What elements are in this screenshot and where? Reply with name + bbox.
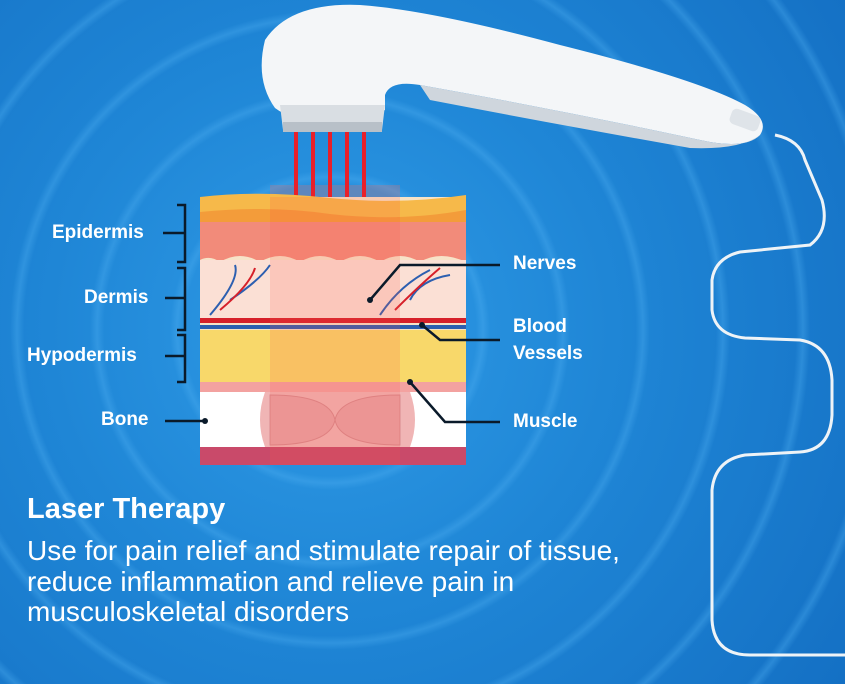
label-lines: [163, 203, 500, 424]
label-vessels: Vessels: [513, 343, 583, 364]
description: Use for pain relief and stimulate repair…: [27, 535, 620, 627]
label-line-dots: [202, 297, 425, 424]
laser-device: [261, 4, 763, 149]
label-blood: Blood: [513, 316, 567, 337]
label-hypodermis: Hypodermis: [27, 345, 137, 366]
label-dermis: Dermis: [84, 287, 149, 308]
label-muscle: Muscle: [513, 411, 578, 432]
label-epidermis: Epidermis: [52, 222, 144, 243]
device-cable: [710, 133, 845, 657]
label-nerves: Nerves: [513, 253, 577, 274]
skin-cross-section: [200, 193, 466, 465]
title: Laser Therapy: [27, 493, 226, 525]
label-bone: Bone: [101, 409, 149, 430]
